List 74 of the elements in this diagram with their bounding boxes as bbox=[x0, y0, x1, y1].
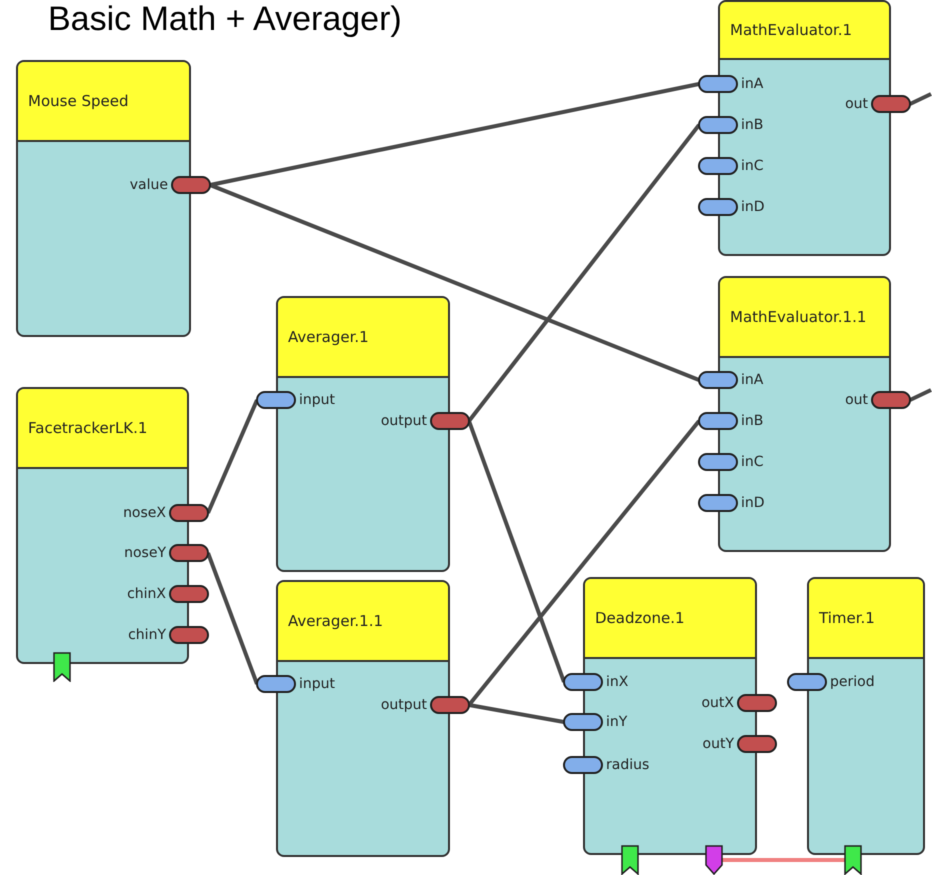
bookmark-icon bbox=[844, 845, 862, 875]
output-port bbox=[130, 175, 211, 195]
output-port bbox=[123, 503, 209, 523]
port-label: inB bbox=[741, 117, 764, 133]
connection-wire bbox=[722, 858, 845, 862]
input-port bbox=[698, 493, 765, 513]
port-label: inA bbox=[741, 76, 764, 92]
connection-wire bbox=[206, 399, 259, 514]
input-port bbox=[698, 452, 764, 472]
port-label: out bbox=[845, 96, 868, 112]
module-title: Averager.1.1 bbox=[288, 611, 384, 632]
port-label: value bbox=[130, 177, 168, 193]
input-port bbox=[563, 755, 650, 775]
port-label: inD bbox=[741, 495, 765, 511]
connection-wire bbox=[209, 183, 700, 382]
output-port bbox=[845, 390, 911, 410]
input-port bbox=[787, 672, 875, 692]
output-port bbox=[380, 695, 470, 715]
connection-wire bbox=[909, 388, 932, 402]
module-title: Mouse Speed bbox=[28, 91, 128, 112]
module-title: MathEvaluator.1.1 bbox=[730, 307, 866, 328]
connection-wire bbox=[467, 420, 566, 683]
port-label: inC bbox=[741, 158, 764, 174]
bookmark-icon bbox=[53, 652, 71, 682]
bookmark-icon bbox=[621, 845, 639, 875]
connection-wire bbox=[909, 92, 932, 106]
trigger-marker-icon bbox=[705, 845, 723, 875]
module-title: FacetrackerLK.1 bbox=[28, 418, 148, 439]
port-label: inC bbox=[741, 454, 764, 470]
port-label: inY bbox=[606, 714, 628, 730]
input-port bbox=[698, 115, 764, 135]
port-label: outX bbox=[701, 695, 734, 711]
connection-wire bbox=[210, 82, 700, 187]
output-port bbox=[127, 584, 209, 604]
input-port bbox=[698, 197, 765, 217]
port-label: out bbox=[845, 392, 868, 408]
module-title: Deadzone.1 bbox=[595, 608, 685, 629]
port-label: output bbox=[380, 413, 427, 429]
output-port bbox=[701, 693, 777, 713]
port-label: period bbox=[830, 674, 875, 690]
port-label: chinX bbox=[127, 586, 166, 602]
module-title: Averager.1 bbox=[288, 327, 369, 348]
port-label: inX bbox=[606, 674, 628, 690]
port-label: inD bbox=[741, 199, 765, 215]
module-title: MathEvaluator.1 bbox=[730, 20, 852, 41]
port-label: noseX bbox=[123, 505, 166, 521]
module-title: Timer.1 bbox=[819, 608, 875, 629]
input-port bbox=[698, 370, 764, 390]
port-label: outY bbox=[702, 736, 734, 752]
port-label: output bbox=[380, 697, 427, 713]
output-port bbox=[702, 734, 777, 754]
connection-wire bbox=[206, 552, 259, 685]
input-port bbox=[256, 390, 336, 410]
port-label: inA bbox=[741, 372, 764, 388]
input-port bbox=[698, 74, 764, 94]
output-port bbox=[380, 411, 470, 431]
output-port bbox=[845, 94, 911, 114]
port-label: noseY bbox=[124, 545, 166, 561]
port-label: radius bbox=[606, 757, 650, 773]
input-port bbox=[698, 156, 764, 176]
connection-wire bbox=[467, 124, 701, 422]
port-label: input bbox=[299, 392, 336, 408]
output-port bbox=[128, 625, 209, 645]
port-label: chinY bbox=[128, 627, 166, 643]
port-label: inB bbox=[741, 413, 764, 429]
output-port bbox=[124, 543, 209, 563]
connection-wire bbox=[468, 703, 564, 724]
port-label: input bbox=[299, 676, 336, 692]
input-port bbox=[698, 411, 764, 431]
diagram-title: Basic Math + Averager) bbox=[48, 0, 402, 38]
input-port bbox=[563, 712, 628, 732]
connection-wire bbox=[467, 420, 701, 706]
input-port bbox=[563, 672, 628, 692]
input-port bbox=[256, 674, 336, 694]
